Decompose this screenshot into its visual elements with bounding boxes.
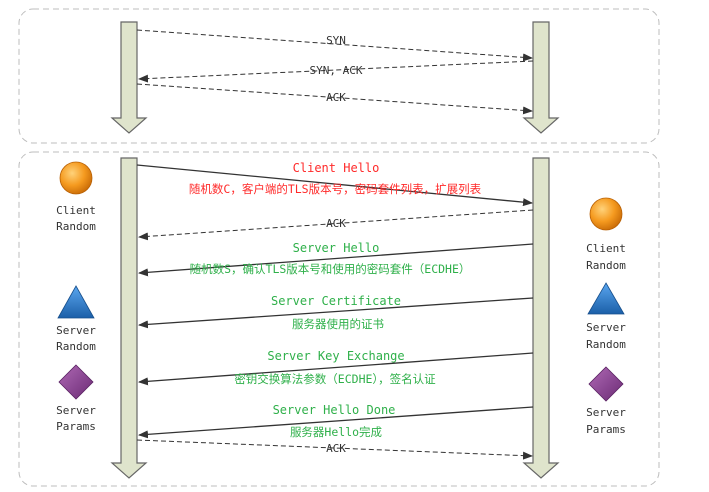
tls-handshake-box [18, 151, 660, 487]
orange-circle-icon [59, 161, 93, 195]
ack-label: ACK [326, 91, 346, 104]
syn-label: SYN [326, 34, 346, 47]
server-key-exchange-arrow [138, 352, 534, 386]
syn-arrow [136, 29, 533, 62]
ack1-arrow [138, 209, 534, 241]
syn-ack-arrow [138, 60, 534, 83]
client-random-label-line2: Random [56, 220, 96, 233]
client-lifeline-bottom [110, 157, 148, 479]
server-random-label-line1: Server [586, 321, 626, 334]
server-params-label-line1: Server [56, 404, 96, 417]
server-key-exchange-detail: 密钥交换算法参数（ECDHE），签名认证 [234, 372, 436, 386]
server-random-label-line1: Server [56, 324, 96, 337]
syn-ack-label: SYN, ACK [310, 64, 363, 77]
server-params-label-line2: Params [586, 423, 626, 436]
ack-arrow [136, 83, 533, 115]
purple-diamond-icon [58, 364, 94, 400]
ack2-arrow [136, 439, 533, 460]
server-random-label-line2: Random [586, 338, 626, 351]
orange-circle-icon [589, 197, 623, 231]
server-params-label-line1: Server [586, 406, 626, 419]
server-hello-done-title: Server Hello Done [273, 403, 396, 417]
client-hello-title: Client Hello [293, 161, 380, 175]
client-random-label-line1: Client [56, 204, 96, 217]
server-certificate-arrow [138, 297, 534, 329]
client-lifeline-top [110, 21, 148, 134]
server-hello-detail: 随机数S，确认TLS版本号和使用的密码套件（ECDHE） [190, 262, 471, 276]
purple-diamond-icon [588, 366, 624, 402]
server-lifeline-bottom [522, 157, 560, 479]
server-hello-done-detail: 服务器Hello完成 [290, 425, 383, 439]
server-key-exchange-title: Server Key Exchange [267, 349, 404, 363]
server-random-label-line2: Random [56, 340, 96, 353]
server-hello-arrow [138, 243, 534, 277]
client-random-label-line1: Client [586, 242, 626, 255]
server-params-label-line2: Params [56, 420, 96, 433]
client-hello-arrow [136, 164, 533, 207]
client-hello-detail: 随机数C，客户端的TLS版本号，密码套件列表，扩展列表 [189, 182, 482, 196]
client-random-label-line2: Random [586, 259, 626, 272]
server-hello-title: Server Hello [293, 241, 380, 255]
server-hello-done-arrow [138, 406, 534, 439]
server-certificate-title: Server Certificate [271, 294, 401, 308]
server-certificate-detail: 服务器使用的证书 [292, 317, 384, 331]
server-lifeline-top [522, 21, 560, 134]
ack2-label: ACK [326, 442, 346, 455]
blue-triangle-icon [587, 282, 625, 315]
tcp-handshake-box [18, 8, 660, 144]
blue-triangle-icon [57, 285, 95, 319]
ack1-label: ACK [326, 217, 346, 230]
